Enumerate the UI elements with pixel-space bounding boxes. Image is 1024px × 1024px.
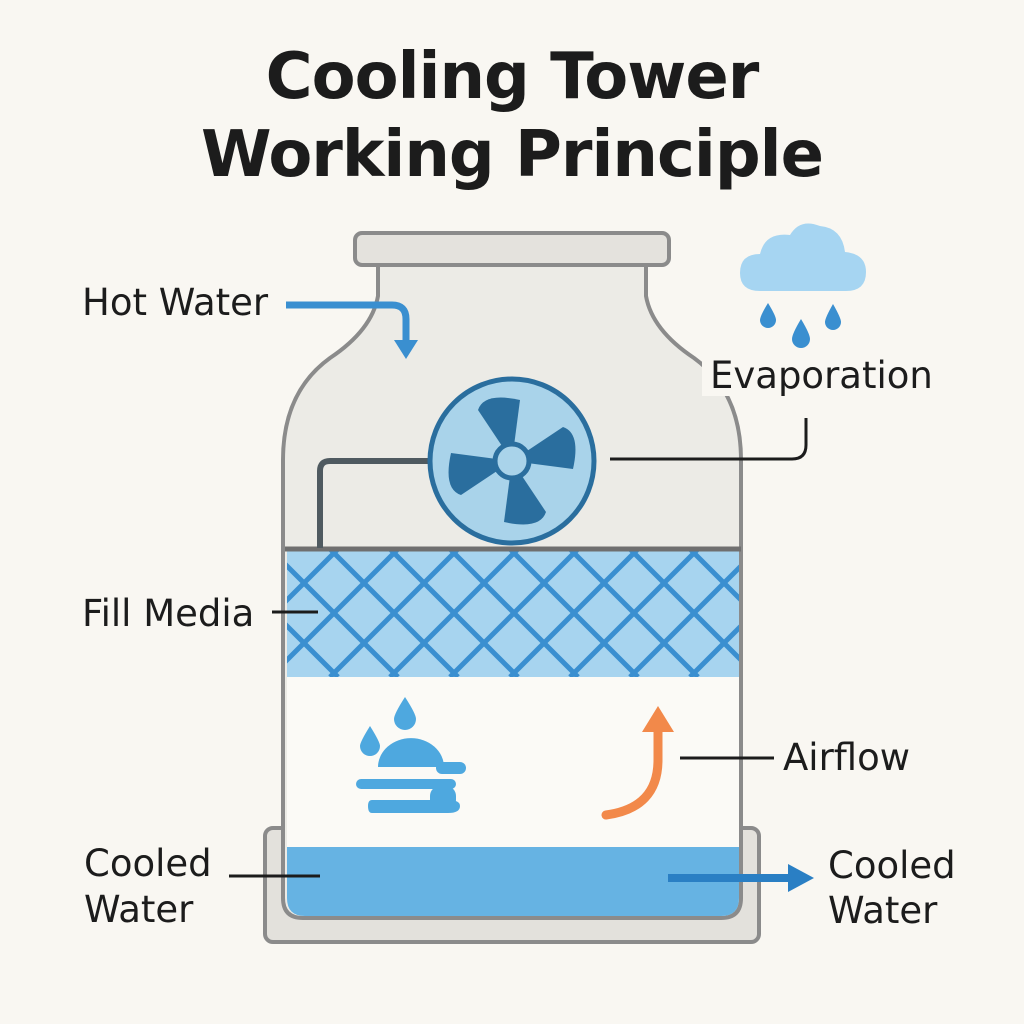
mist-icon (356, 697, 466, 813)
cooled-water-left-label-line-1: Cooled (84, 842, 212, 885)
airflow-label: Airflow (783, 736, 910, 779)
rain-drop-icon (760, 303, 841, 348)
evaporation-label-bg (702, 352, 940, 396)
hot-water-arrow-icon (286, 301, 418, 359)
air-chamber (287, 677, 739, 847)
diagram-title: Cooling Tower Working Principle (0, 38, 1024, 194)
evaporation-leader-line (610, 418, 808, 461)
fill-media-lattice (287, 549, 739, 677)
hot-water-label: Hot Water (82, 281, 269, 324)
outflow-arrow-icon (668, 864, 814, 892)
title-line-1: Cooling Tower (265, 40, 760, 114)
fan-pipe (317, 458, 432, 548)
fan-icon (427, 376, 597, 546)
cooled-water-right-label-line-2: Water (828, 889, 938, 932)
airflow-arrow-icon (601, 706, 674, 820)
tower-cap (353, 231, 671, 267)
water-basin (287, 847, 739, 916)
cloud-icon (740, 223, 866, 291)
fill-media-label: Fill Media (82, 592, 254, 635)
evaporation-label: Evaporation (710, 354, 933, 397)
title-line-2: Working Principle (201, 118, 824, 192)
cooled-water-left-label-line-2: Water (84, 888, 194, 931)
cooled-water-right-label-line-1: Cooled (828, 844, 956, 887)
